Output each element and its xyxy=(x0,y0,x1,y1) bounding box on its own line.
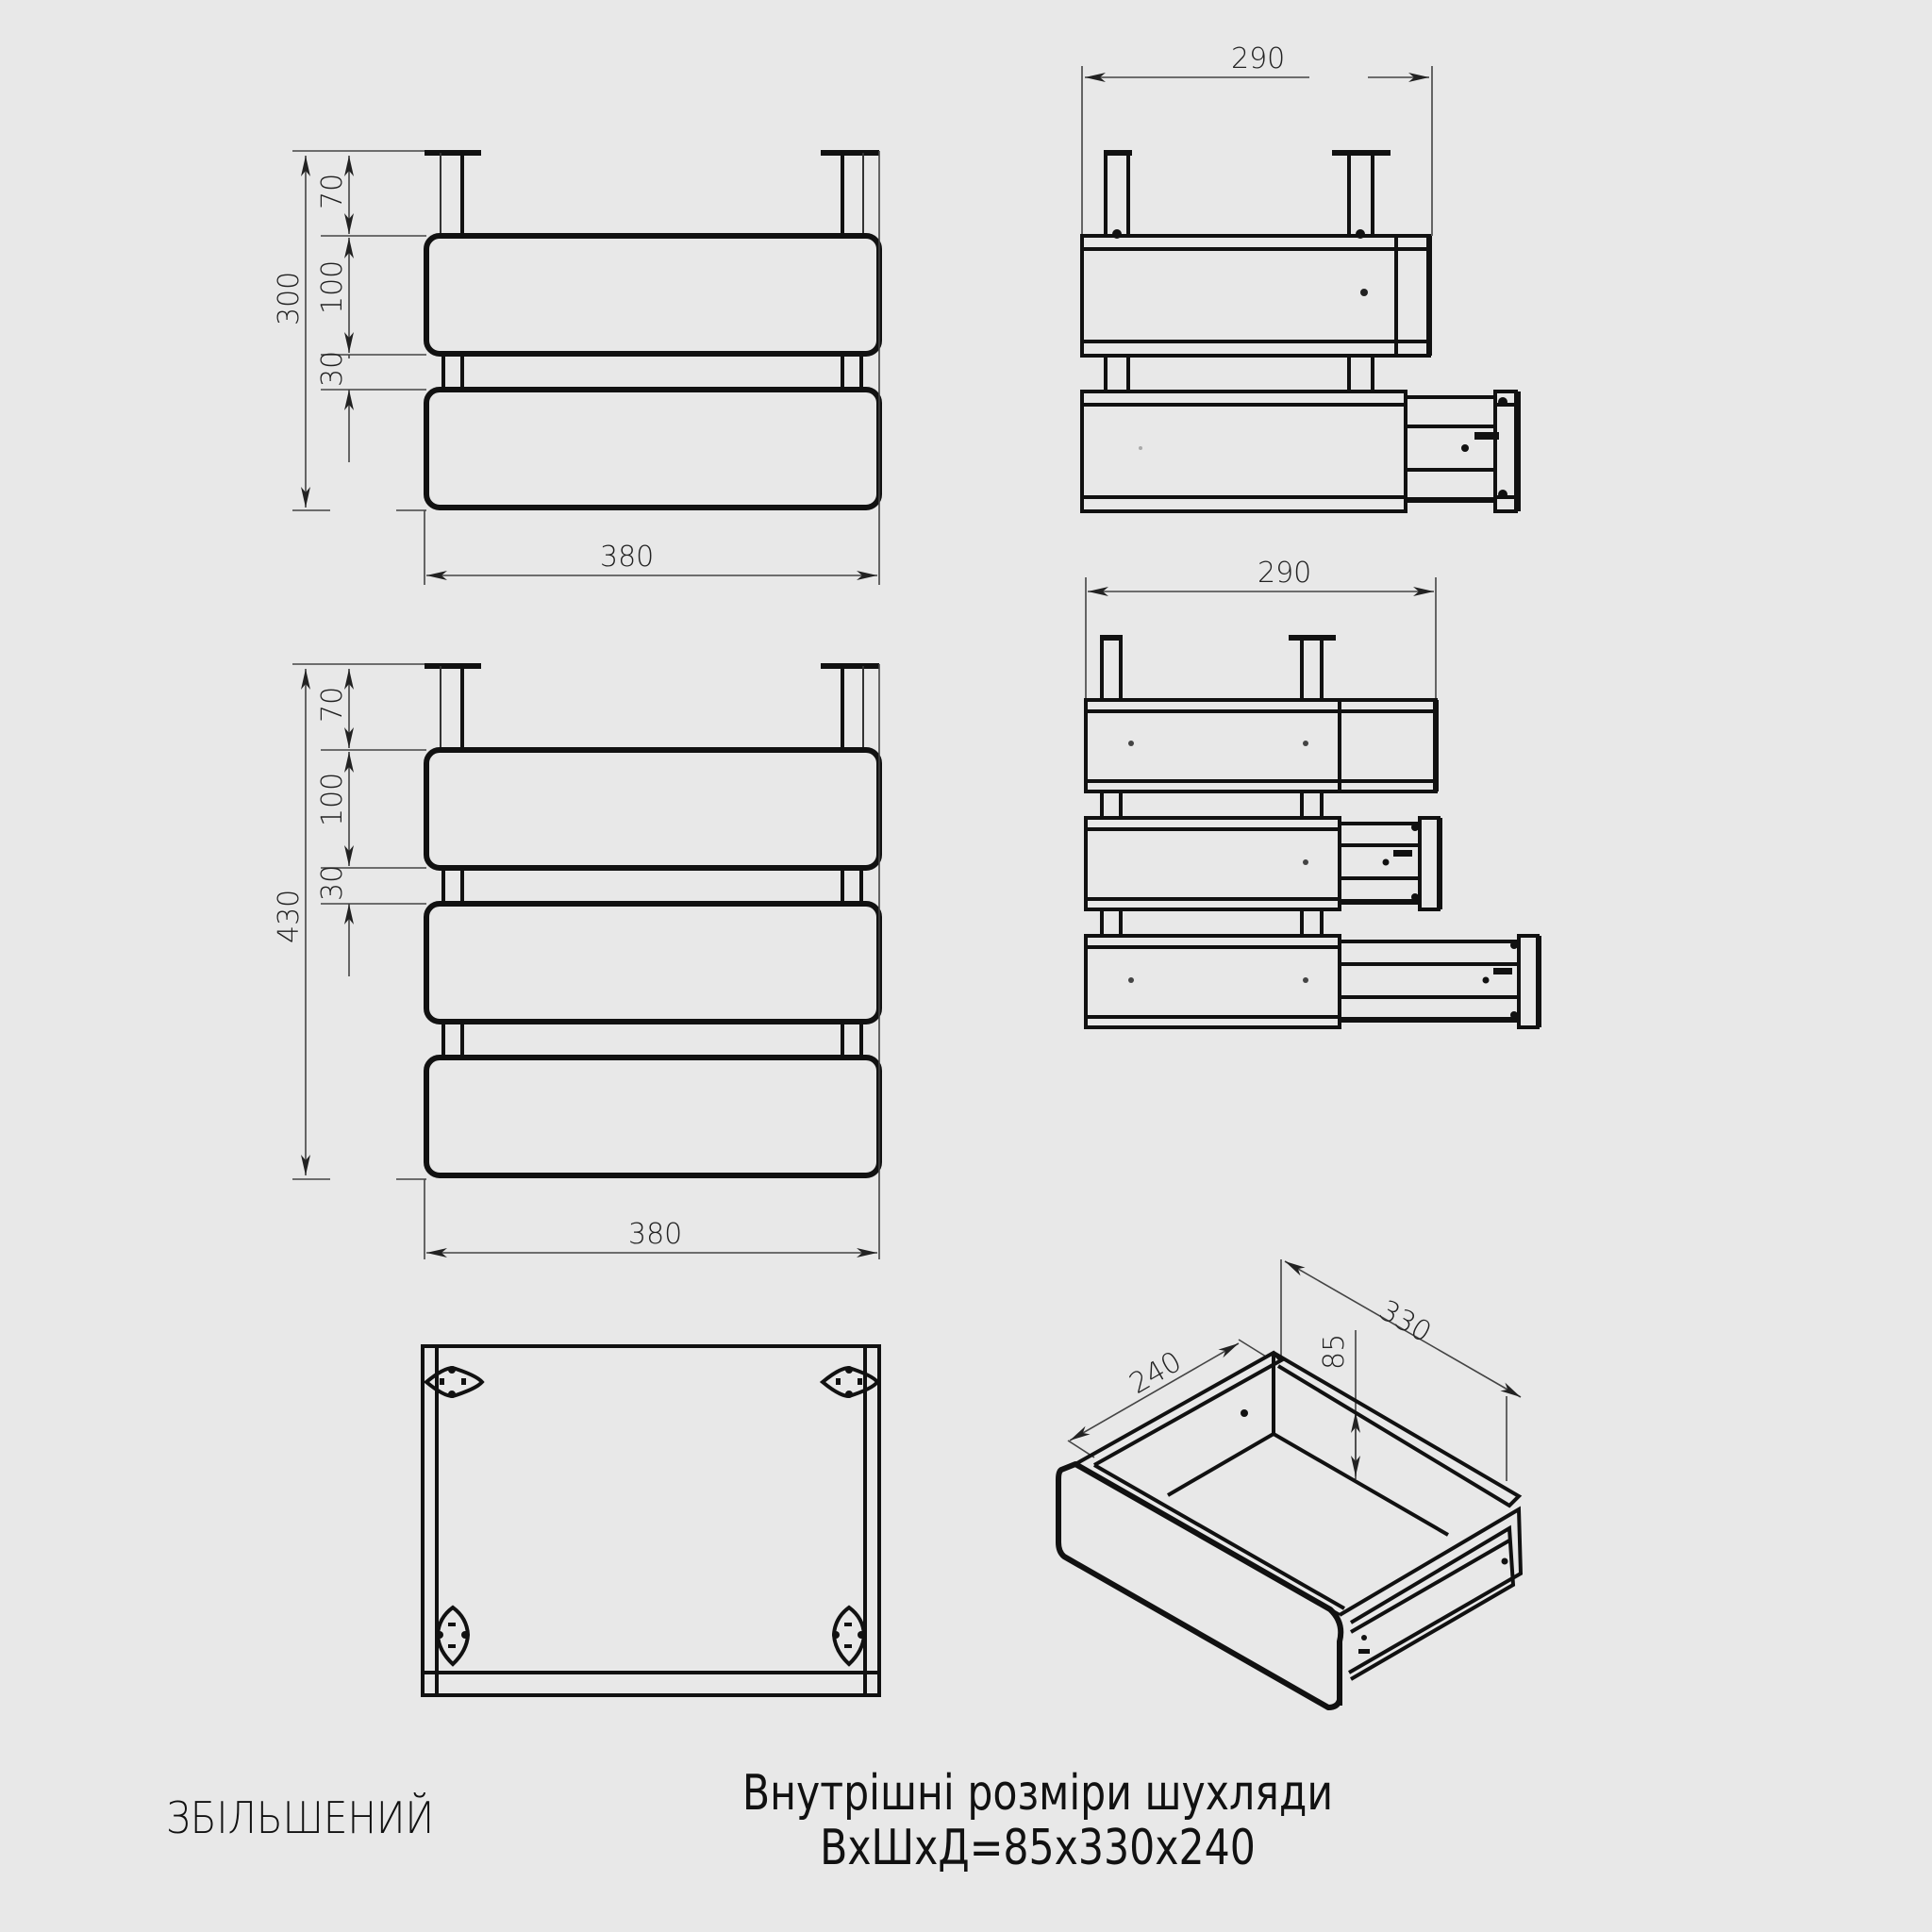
dim-total-height: 430 xyxy=(273,890,306,943)
dim-width: 380 xyxy=(628,1218,682,1251)
dim-gap: 30 xyxy=(316,351,349,387)
dim-post-height: 70 xyxy=(316,174,349,209)
side-view-three-drawer: 290 xyxy=(1084,557,1541,1029)
dim-total-height: 300 xyxy=(273,272,306,325)
dim-depth: 290 xyxy=(1257,557,1311,590)
front-view-three-drawer: 430 70 100 30 380 xyxy=(273,663,882,1259)
dim-drawer-height: 100 xyxy=(316,773,349,826)
top-view xyxy=(421,1344,881,1697)
dim-gap: 30 xyxy=(316,865,349,901)
dim-depth: 240 xyxy=(1124,1345,1188,1401)
mounting-plate-icon xyxy=(819,1365,880,1399)
caption-line-1: Внутрішні розміри шухляди xyxy=(741,1765,1334,1822)
caption-line-2: ВхШхД=85х330х240 xyxy=(820,1820,1256,1876)
dim-height: 85 xyxy=(1318,1334,1351,1370)
dim-post-height: 70 xyxy=(316,687,349,723)
mounting-plate-icon xyxy=(423,1365,485,1399)
scale-label: ЗБІЛЬШЕНИЙ xyxy=(166,1792,435,1843)
dim-drawer-height: 100 xyxy=(316,260,349,314)
dim-depth: 290 xyxy=(1231,42,1285,75)
mounting-plate-icon xyxy=(435,1605,471,1667)
dim-width: 380 xyxy=(600,541,654,574)
mounting-plate-icon xyxy=(831,1605,867,1667)
isometric-drawer: 330 240 85 xyxy=(1056,1259,1524,1710)
inner-dimensions-caption: Внутрішні розміри шухляди ВхШхД=85х330х2… xyxy=(690,1766,1386,1875)
side-view-two-drawer: 290 xyxy=(1080,42,1521,513)
front-view-two-drawer: 300 70 100 30 380 xyxy=(273,150,882,585)
dim-width: 330 xyxy=(1374,1294,1437,1350)
